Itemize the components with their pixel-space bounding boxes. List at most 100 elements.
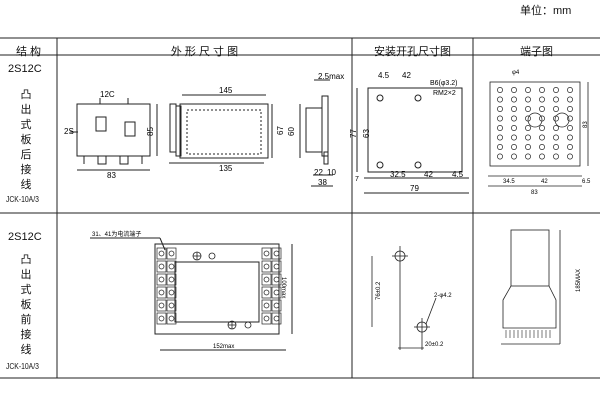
- row1-code: JCK-10A/3: [6, 195, 39, 204]
- terminal-screw: [168, 315, 175, 322]
- terminal-block: [261, 247, 272, 260]
- row1-side-h: 67: [276, 126, 285, 135]
- row2-description: 凸出式板前接线: [16, 253, 36, 358]
- row1-side2-top: 2.5max: [318, 72, 344, 81]
- terminal-pin: [539, 144, 545, 150]
- row2-terminal-ticks: [505, 330, 551, 338]
- terminal-block: [261, 299, 272, 312]
- terminal-pin: [525, 153, 531, 160]
- terminal-pin: [567, 125, 573, 131]
- terminal-screw: [168, 250, 175, 257]
- terminal-pin: [511, 87, 517, 93]
- terminal-pin: [539, 134, 545, 141]
- terminal-pin: [511, 153, 517, 160]
- row2-char: 板: [20, 299, 32, 311]
- terminal-pin: [525, 144, 531, 150]
- header-terminal: 端子图: [520, 46, 553, 58]
- row1-mount-d1: 4.5: [378, 71, 390, 80]
- terminal-pin: [567, 134, 573, 141]
- terminal-screw: [158, 315, 165, 322]
- row1-side2-b2: 10: [327, 168, 336, 177]
- terminal-pin: [497, 87, 503, 93]
- row2-mount-h: 76±0.2: [376, 281, 382, 300]
- terminal-screw: [168, 276, 175, 283]
- terminal-pin: [553, 134, 559, 141]
- row1-side2-b3: 38: [318, 178, 327, 187]
- row2-terminal-view: [501, 229, 561, 345]
- terminal-screw: [263, 250, 270, 257]
- terminal-block: [261, 273, 272, 286]
- terminal-pin: [567, 106, 573, 112]
- row1-char: 线: [20, 179, 32, 191]
- terminal-pin: [525, 125, 531, 131]
- row1-model: 2S12C: [8, 63, 42, 75]
- terminal-screw: [263, 302, 270, 309]
- row1-terminal-view: [488, 81, 589, 187]
- row2-char: 线: [20, 344, 32, 356]
- terminal-pin: [511, 134, 517, 141]
- row2-model: 2S12C: [8, 231, 42, 243]
- terminal-screw: [263, 276, 270, 283]
- terminal-pin: [539, 87, 545, 93]
- terminal-pin: [553, 153, 559, 160]
- terminal-pin: [553, 125, 559, 131]
- terminal-pin: [553, 96, 559, 103]
- row1-char: 后: [20, 149, 32, 161]
- terminal-block: [156, 312, 167, 325]
- header-mounting: 安装开孔尺寸图: [374, 46, 451, 58]
- terminal-pin: [567, 153, 573, 160]
- row2-front-h: 100max: [280, 277, 286, 298]
- terminal-screw: [273, 250, 280, 257]
- row1-char: 式: [20, 119, 32, 131]
- terminal-pin: [567, 144, 573, 150]
- header-outline: 外 形 尺 寸 图: [170, 46, 239, 58]
- row2-mount-hole: 2-φ4.2: [434, 293, 452, 299]
- terminal-screw: [273, 276, 280, 283]
- row1-char: 板: [20, 134, 32, 146]
- row2-mount-w: 20±0.2: [425, 342, 444, 348]
- row1-front-label-top: 12C: [100, 90, 115, 99]
- terminal-screw: [158, 250, 165, 257]
- terminal-pin: [511, 115, 517, 122]
- row1-front-height: 85: [146, 127, 155, 136]
- row1-mount-rm: RM2×2: [433, 90, 456, 97]
- terminal-block: [156, 247, 167, 260]
- terminal-block: [156, 299, 167, 312]
- row1-term-w: 83: [531, 190, 538, 196]
- terminal-pin: [567, 96, 573, 103]
- row2-char: 前: [20, 314, 32, 326]
- terminal-screw: [273, 315, 280, 322]
- terminal-screw: [158, 289, 165, 296]
- terminal-screw: [273, 263, 280, 270]
- row1-char: 凸: [20, 89, 32, 101]
- terminal-screw: [263, 263, 270, 270]
- terminal-block: [271, 299, 282, 312]
- terminal-screw: [263, 289, 270, 296]
- terminal-block: [271, 286, 282, 299]
- terminal-large-pin: [527, 112, 543, 128]
- row2-term-h: 185MAX: [576, 269, 582, 292]
- row1-char: 接: [20, 164, 32, 176]
- terminal-block: [261, 312, 272, 325]
- terminal-block: [261, 260, 272, 273]
- row2-mount-view: [371, 246, 437, 350]
- row1-description: 凸出式板后接线: [16, 88, 36, 193]
- terminal-pin: [511, 125, 517, 131]
- row1-term-b3: 6.5: [582, 179, 591, 185]
- terminal-block: [156, 260, 167, 273]
- row2-note: 31、41为电流端子: [92, 230, 141, 238]
- row1-mount-h2: 63: [362, 129, 371, 138]
- terminal-pin: [497, 96, 503, 103]
- terminal-block: [166, 260, 177, 273]
- terminal-block: [271, 247, 282, 260]
- row1-front-width: 83: [107, 171, 116, 180]
- row1-mount-hole: B6(φ3.2): [430, 80, 458, 87]
- terminal-pin: [567, 87, 573, 93]
- terminal-screw: [168, 302, 175, 309]
- terminal-block: [156, 286, 167, 299]
- terminal-pin: [525, 96, 531, 103]
- terminal-pin: [567, 115, 573, 122]
- terminal-pin: [525, 87, 531, 93]
- row2-terminals-left: [156, 247, 177, 325]
- row1-mount-h1: 77: [349, 129, 358, 138]
